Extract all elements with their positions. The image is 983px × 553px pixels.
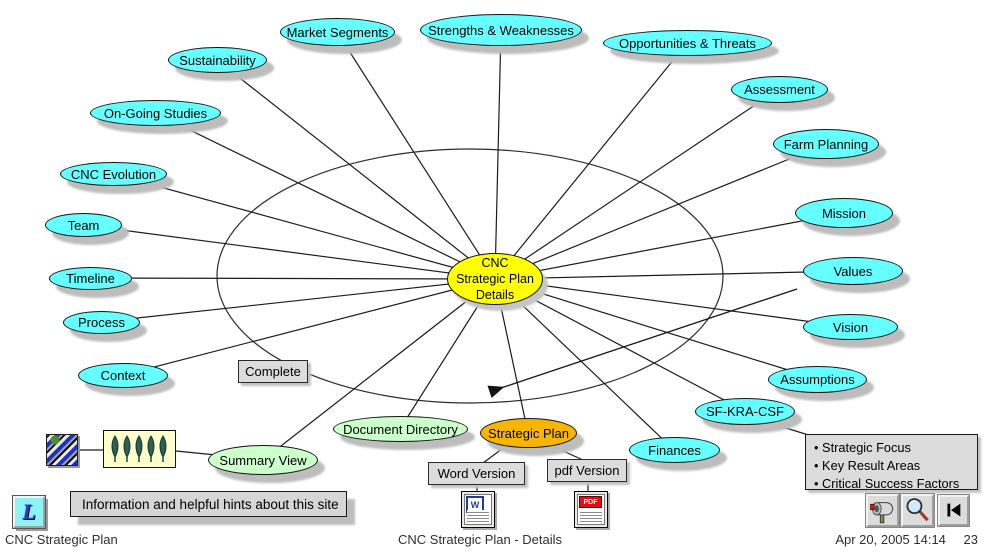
focus-item: Critical Success Factors (814, 475, 971, 493)
topic-values[interactable]: Values (803, 257, 903, 285)
orbit-ellipse (216, 148, 724, 404)
status-left: CNC Strategic Plan (5, 532, 118, 547)
site-logo-icon[interactable]: L (12, 495, 46, 529)
hub-cnc-strategic-plan-details[interactable]: CNC Strategic Plan Details (447, 253, 543, 305)
topic-assumptions[interactable]: Assumptions (768, 366, 867, 393)
pdf-version-box[interactable]: pdf Version (547, 459, 627, 482)
hub-label: CNC Strategic Plan Details (456, 256, 534, 302)
magnifier-glyph (906, 498, 929, 522)
topic-cnc-evolution[interactable]: CNC Evolution (60, 162, 167, 186)
topic-timeline[interactable]: Timeline (49, 267, 132, 290)
topic-process[interactable]: Process (63, 311, 140, 334)
word-version-box[interactable]: Word Version (428, 462, 525, 485)
doc-text-lines (580, 510, 602, 522)
topic-sustainability[interactable]: Sustainability (168, 47, 267, 73)
search-magnifier-icon[interactable] (900, 493, 935, 528)
status-datetime: Apr 20, 2005 14:14 (835, 532, 946, 547)
topic-strategic-plan[interactable]: Strategic Plan (480, 418, 577, 448)
pdf-label: PDF (579, 496, 602, 508)
topic-vision[interactable]: Vision (803, 314, 898, 340)
annotation-arrow (487, 288, 798, 398)
topic-strengths-weaknesses[interactable]: Strengths & Weaknesses (420, 14, 582, 46)
word-document-icon[interactable]: W (461, 491, 495, 528)
pdf-document-icon[interactable]: PDF (574, 491, 608, 528)
topic-opportunities-threats[interactable]: Opportunities & Threats (603, 30, 772, 56)
mailbox-icon[interactable] (865, 493, 900, 528)
pdf-doc-page: PDF (577, 494, 605, 525)
back-glyph (947, 503, 961, 517)
focus-item: Key Result Areas (814, 457, 971, 475)
radial-links (82, 29, 854, 461)
mailbox-glyph (870, 502, 894, 524)
topic-summary-view[interactable]: Summary View (208, 445, 318, 475)
topic-farm-planning[interactable]: Farm Planning (773, 129, 879, 159)
status-center: CNC Strategic Plan - Details (398, 532, 562, 547)
status-right: Apr 20, 2005 14:14 23 (835, 532, 978, 547)
topic-on-going-studies[interactable]: On-Going Studies (90, 100, 221, 126)
focus-item: Strategic Focus (814, 439, 971, 457)
topic-market-segments[interactable]: Market Segments (280, 18, 395, 46)
back-first-icon[interactable] (937, 494, 970, 527)
leaves-icon[interactable] (103, 430, 176, 468)
topic-team[interactable]: Team (45, 213, 122, 237)
status-page-number: 23 (963, 532, 978, 547)
strategic-focus-box: Strategic Focus Key Result Areas Critica… (805, 434, 978, 493)
info-hint-box: Information and helpful hints about this… (70, 491, 347, 517)
topic-finances[interactable]: Finances (629, 437, 720, 463)
topic-mission[interactable]: Mission (795, 198, 893, 228)
word-doc-page: W (464, 494, 492, 525)
leaf-glyphs (111, 435, 166, 462)
topic-document-directory[interactable]: Document Directory (333, 416, 468, 442)
map-stripe-icon[interactable] (46, 434, 78, 466)
logo-letter: L (22, 499, 36, 524)
doc-text-lines (467, 510, 489, 522)
topic-assessment[interactable]: Assessment (731, 76, 828, 103)
complete-box[interactable]: Complete (238, 360, 308, 383)
topic-context[interactable]: Context (78, 363, 168, 388)
topic-sf-kra-csf[interactable]: SF-KRA-CSF (695, 398, 795, 425)
